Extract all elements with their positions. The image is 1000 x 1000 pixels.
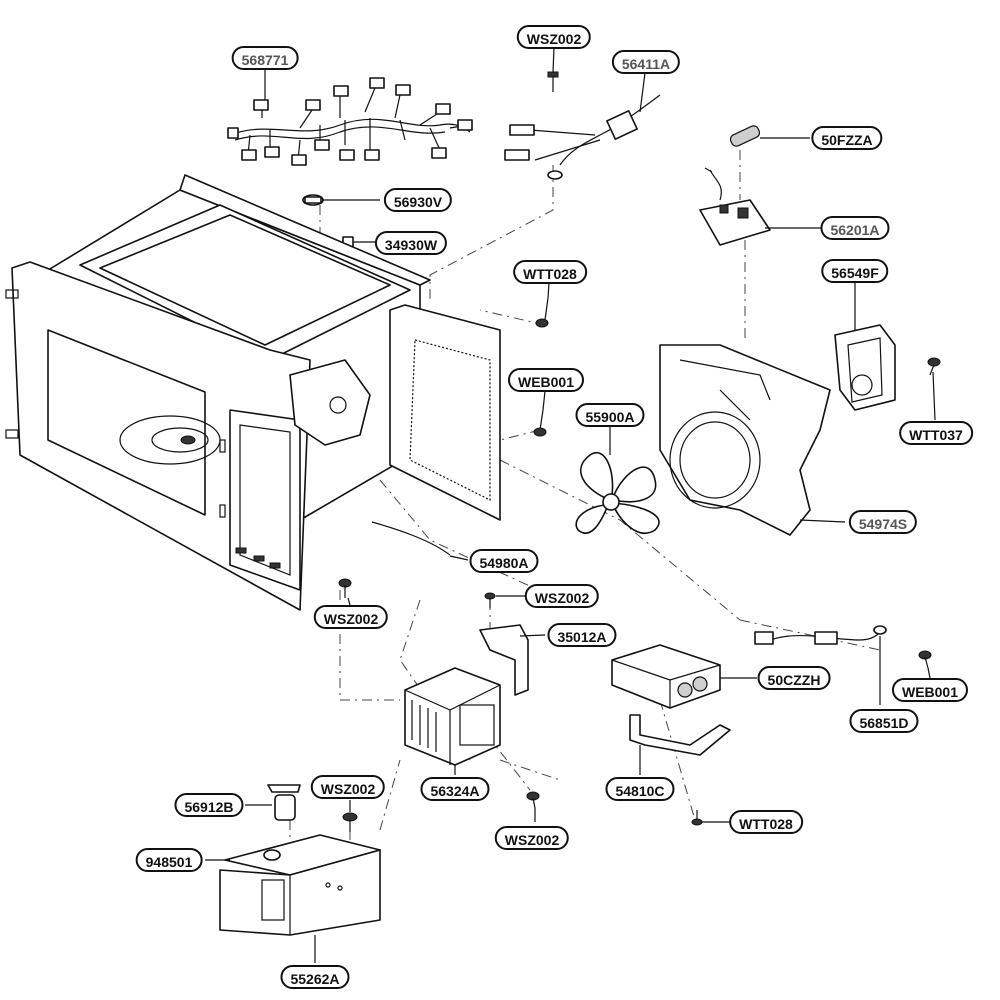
part-wtt028-lower-label[interactable]: WTT028 — [729, 810, 803, 834]
part-34930w-label[interactable]: 34930W — [374, 231, 448, 255]
part-web001-lower-label[interactable]: WEB001 — [891, 678, 969, 702]
wire-harness-568771[interactable] — [227, 77, 473, 166]
part-56912b-label[interactable]: 56912B — [174, 793, 244, 817]
part-56549f-label[interactable]: 56549F — [821, 259, 889, 283]
screw-wsz002-cavity[interactable] — [338, 578, 352, 598]
base-bracket-55262a[interactable] — [219, 834, 381, 936]
part-56851d-label[interactable]: 56851D — [849, 709, 919, 733]
part-wsz002-cavity-label[interactable]: WSZ002 — [313, 605, 389, 629]
part-web001-upper-label[interactable]: WEB001 — [507, 368, 585, 392]
circuit-board-56201a[interactable] — [699, 167, 771, 246]
magnetron-56324a[interactable] — [404, 667, 501, 766]
screw-web001-lower[interactable] — [918, 650, 932, 669]
rear-vent-panel[interactable] — [389, 304, 501, 521]
part-56930v-label[interactable]: 56930V — [383, 188, 453, 212]
oven-cavity[interactable] — [5, 174, 431, 611]
part-50czzh-label[interactable]: 50CZZH — [757, 666, 831, 690]
part-55900a-label[interactable]: 55900A — [575, 403, 645, 427]
fan-motor-56549f[interactable] — [834, 324, 896, 411]
part-54974s-label[interactable]: 54974S — [848, 510, 918, 534]
part-948501-label[interactable]: 948501 — [135, 848, 203, 872]
bracket-54810c[interactable] — [629, 714, 731, 756]
part-wsz002-base-label[interactable]: WSZ002 — [310, 775, 386, 799]
bracket-35012a[interactable] — [479, 592, 529, 696]
noise-filter-cord-56411a[interactable] — [504, 94, 661, 180]
leader-lines — [205, 47, 936, 963]
part-50fzza-label[interactable]: 50FZZA — [811, 126, 883, 150]
screw-wsz002-top[interactable] — [547, 71, 559, 92]
screw-wtt037[interactable] — [927, 357, 941, 376]
part-wtt037-label[interactable]: WTT037 — [899, 421, 973, 445]
part-35012a-label[interactable]: 35012A — [547, 623, 617, 647]
fuse-50fzza[interactable] — [729, 124, 761, 148]
wire-54980a[interactable] — [371, 521, 451, 556]
screw-wtt028-lower[interactable] — [691, 810, 703, 826]
thermostat-56930v[interactable] — [302, 194, 324, 206]
part-54980a-label[interactable]: 54980A — [469, 549, 539, 573]
part-56324a-label[interactable]: 56324A — [420, 777, 490, 801]
part-56201a-label[interactable]: 56201A — [820, 216, 890, 240]
part-56411a-label[interactable]: 56411A — [611, 50, 681, 74]
capacitor-50czzh[interactable] — [611, 644, 721, 709]
fan-duct-54974s[interactable] — [659, 344, 831, 536]
screw-wsz002-base[interactable] — [342, 812, 358, 832]
part-wsz002-top-label[interactable]: WSZ002 — [516, 25, 592, 49]
screw-web001-upper[interactable] — [533, 409, 547, 437]
part-54810c-label[interactable]: 54810C — [605, 777, 675, 801]
part-wsz002-magnetron-label[interactable]: WSZ002 — [494, 826, 570, 850]
screw-wsz002-magnetron[interactable] — [526, 791, 540, 809]
part-55262a-label[interactable]: 55262A — [280, 965, 350, 989]
part-wtt028-upper-label[interactable]: WTT028 — [513, 260, 587, 284]
fan-blade-55900a[interactable] — [575, 452, 660, 534]
sensor-cable-56851d[interactable] — [754, 625, 887, 645]
thermal-part-56912b[interactable] — [267, 784, 301, 821]
part-wsz002-bracket-label[interactable]: WSZ002 — [524, 584, 600, 608]
part-568771-label[interactable]: 568771 — [231, 46, 299, 70]
screw-wtt028-upper[interactable] — [535, 297, 549, 328]
